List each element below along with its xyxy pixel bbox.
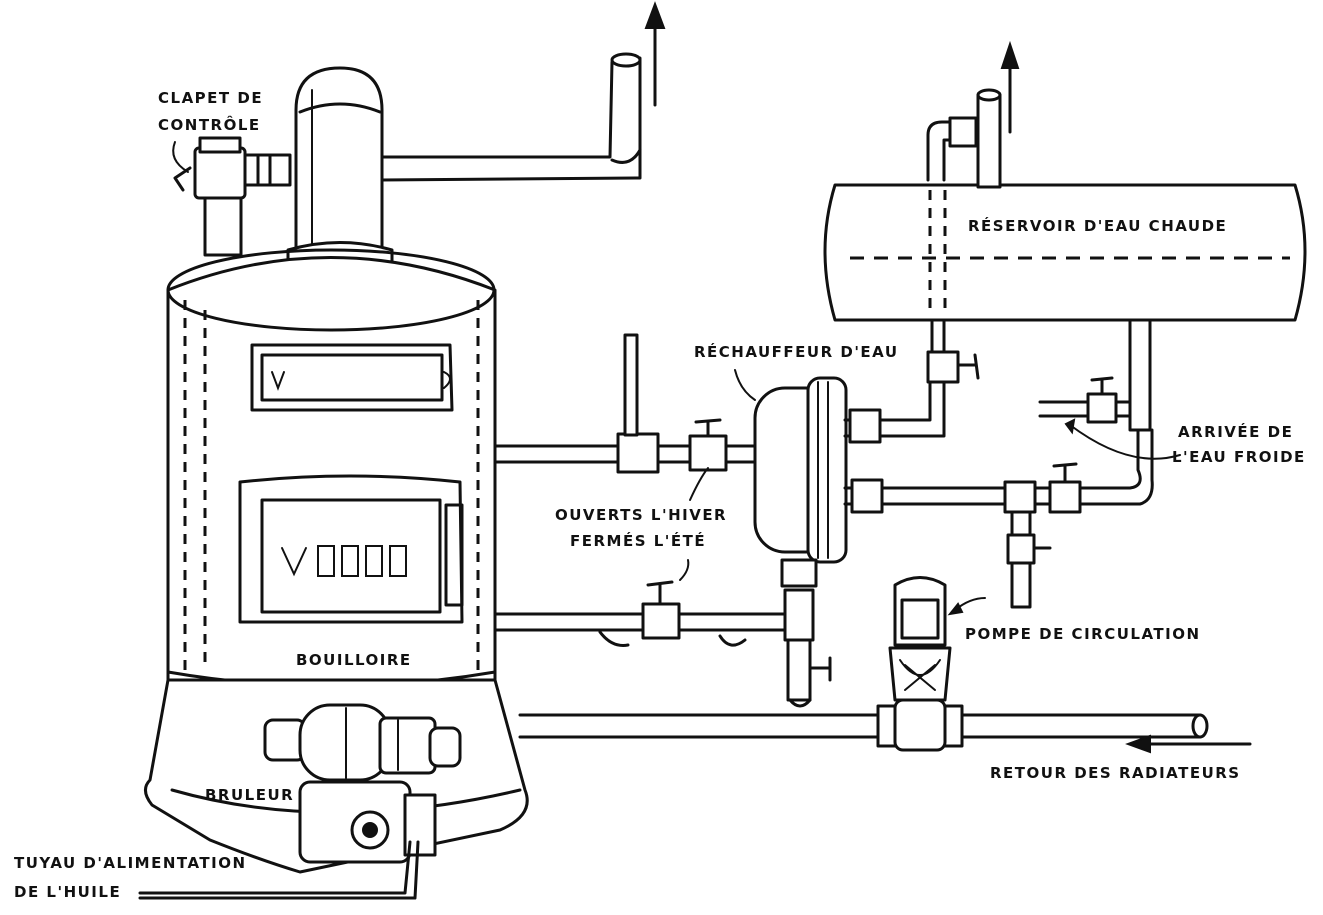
oil-supply-label-line1: TUYAU D'ALIMENTATION [14,854,247,872]
burner-label: BRULEUR [205,786,294,804]
cold-water-inlet-label-line2: L'EAU FROIDE [1172,448,1306,466]
hot-water-tank-label: RÉSERVOIR D'EAU CHAUDE [968,216,1227,235]
heater-return-pipe [843,428,1154,609]
boiler-body [166,248,497,688]
radiator-return-label: RETOUR DES RADIATEURS [990,764,1241,782]
check-valve-label-line2: CONTRÔLE [158,115,261,134]
check-valve [173,136,292,257]
tank-outlet-arrow [1000,40,1020,134]
heater-supply-pipe [493,333,757,474]
summer-closed-label: FERMÉS L'ÉTÉ [570,531,706,550]
radiator-return-arrow [1125,734,1252,754]
valve-pointers [679,467,709,581]
lower-pipe [493,580,792,647]
oil-supply-pipe [138,840,420,900]
circulation-pump-label: POMPE DE CIRCULATION [965,625,1201,643]
oil-supply-label-line2: DE L'HUILE [14,883,121,901]
winter-open-label: OUVERTS L'HIVER [555,506,727,524]
circulation-pump [888,576,986,702]
check-valve-label-line1: CLAPET DE [158,89,263,107]
hot-water-tank [823,183,1307,322]
water-heater-label: RÉCHAUFFEUR D'EAU [694,342,899,361]
radiator-return-pipe [518,698,1209,752]
check-valve-pointer [172,141,189,173]
boiler-label: BOUILLOIRE [296,651,412,669]
flue-pipe [378,52,642,182]
cold-water-inlet-label-line1: ARRIVÉE DE [1178,422,1293,441]
heater-pointer [734,369,756,401]
boiler-flue-collar [286,66,394,269]
flue-arrow [644,1,666,107]
water-heater [753,376,848,708]
cold-water-inlet [1038,318,1181,460]
tank-outlet [926,88,1002,189]
